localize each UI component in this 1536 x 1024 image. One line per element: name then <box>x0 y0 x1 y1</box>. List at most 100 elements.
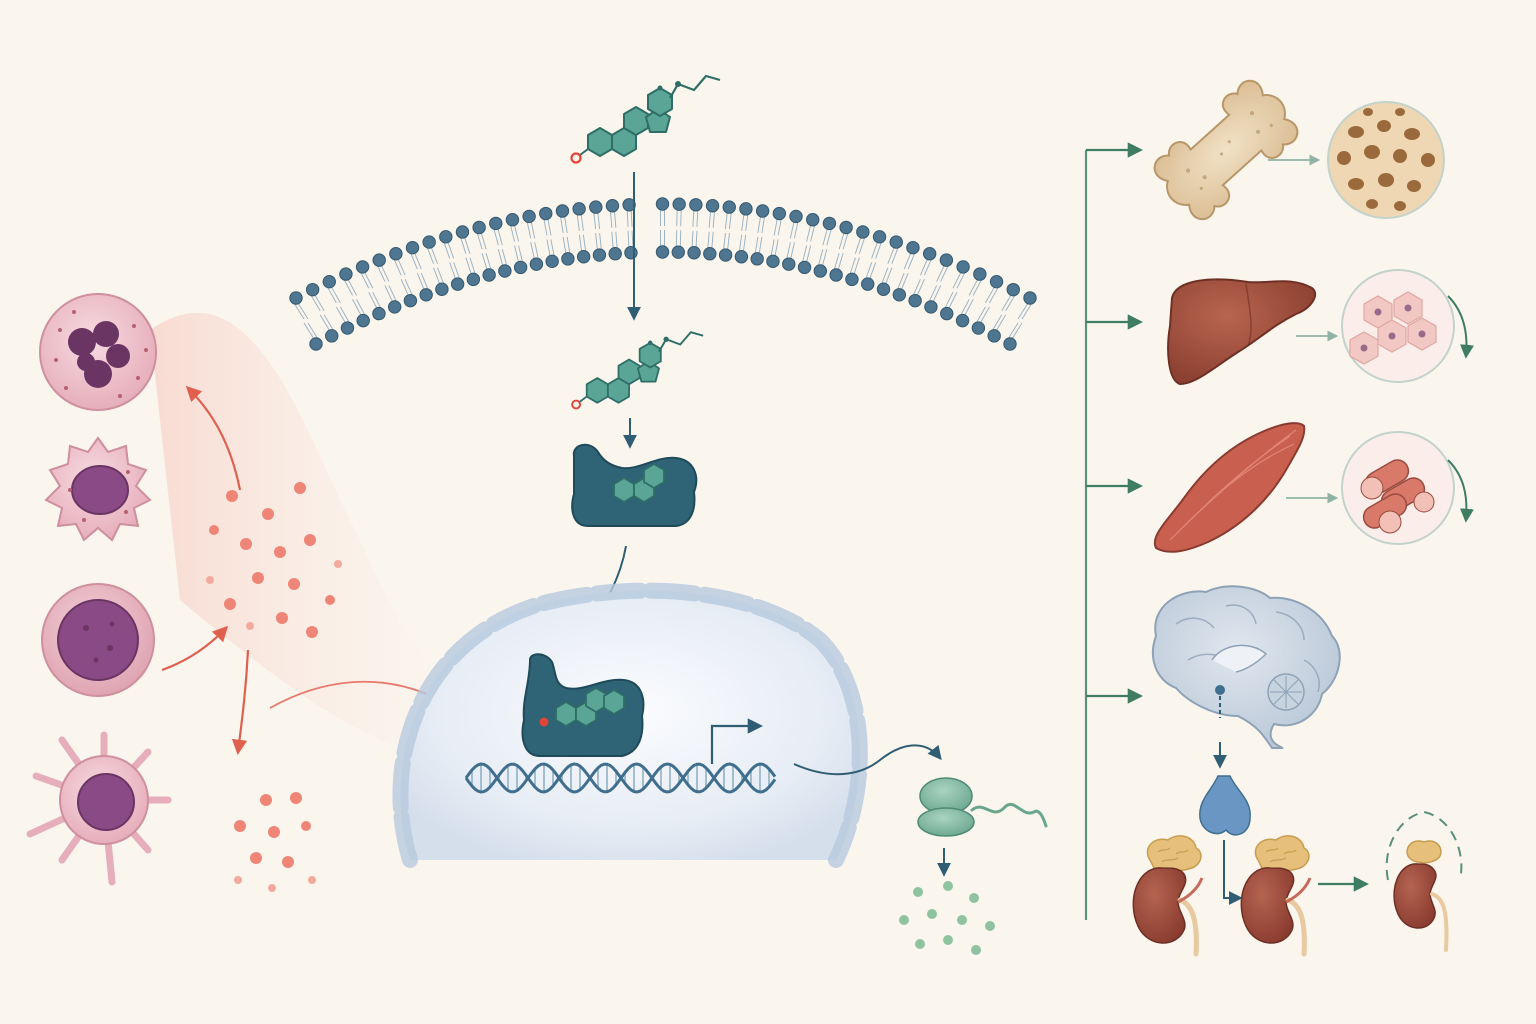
lipid-tail <box>773 218 778 236</box>
lipid-head <box>718 248 733 262</box>
lipid-head <box>539 206 553 221</box>
lipid-tail <box>940 264 949 282</box>
lipid-tail <box>991 314 1003 332</box>
lipid-head <box>955 313 970 328</box>
lipid-head <box>872 230 887 244</box>
lipid-tail <box>741 213 745 231</box>
lipid-tail <box>364 271 374 289</box>
lipid-tail <box>433 267 441 285</box>
lipid-tail <box>871 241 879 259</box>
lipid-tail <box>497 228 503 246</box>
lipid-tail <box>534 242 539 260</box>
lipid-head <box>498 264 512 278</box>
lipid-head <box>989 274 1004 289</box>
lipid-head <box>940 306 954 321</box>
protein-product-dots <box>899 881 995 955</box>
lipid-tail <box>459 236 467 254</box>
lipid-head <box>372 306 386 321</box>
lipid-tail <box>485 253 492 271</box>
lipid-tail <box>1001 294 1012 311</box>
lipid-tail <box>611 231 614 249</box>
lipid-tail <box>437 267 445 285</box>
lipid-head <box>705 199 720 213</box>
lipid-tail <box>481 253 488 271</box>
lipid-head <box>782 257 796 271</box>
lipid-head <box>513 260 528 275</box>
lipid-head <box>339 267 353 281</box>
lipid-tail <box>865 262 873 280</box>
lipid-tail <box>887 246 895 264</box>
lipid-tail <box>476 232 483 250</box>
lipid-tail <box>513 224 520 242</box>
lipid-head <box>555 204 570 218</box>
lipid-tail <box>410 252 418 270</box>
lipid-tail <box>1021 302 1033 320</box>
lipid-head <box>589 200 603 214</box>
liver-effect-arrow <box>1447 295 1474 359</box>
lipid-tail <box>597 212 601 230</box>
lipid-tail <box>907 252 916 270</box>
lipid-tail <box>745 213 749 231</box>
lipid-tail <box>757 215 762 233</box>
lipid-head <box>856 225 870 239</box>
lipid-tail <box>550 239 555 257</box>
lipid-tail <box>761 215 766 233</box>
pituitary-icon <box>1199 775 1251 836</box>
lipid-head <box>987 329 1001 343</box>
transcription-start-icon <box>710 718 764 764</box>
lipid-head <box>439 230 453 244</box>
lipid-tail <box>985 286 995 304</box>
lipid-head <box>671 245 685 259</box>
lipid-head <box>672 197 686 211</box>
lipid-tail <box>380 264 390 282</box>
lipid-tail <box>817 249 824 267</box>
lipid-head <box>889 235 903 249</box>
lipid-tail <box>546 239 551 257</box>
lipid-tail <box>559 215 564 233</box>
lipid-tail <box>426 246 434 264</box>
muscle-effect-arrow <box>1447 459 1474 523</box>
lipid-head <box>845 272 859 287</box>
lipid-head <box>1003 337 1017 351</box>
lipid-tail <box>948 292 958 309</box>
lipid-head <box>322 274 336 289</box>
lipid-tail <box>789 221 795 239</box>
lymphocyte-icon <box>41 583 155 697</box>
lipid-head <box>892 288 907 302</box>
lipid-tail <box>627 230 630 248</box>
lipid-tail <box>343 278 353 296</box>
lipid-tail <box>758 236 763 254</box>
lipid-tail <box>885 267 893 285</box>
receptor-protein-icon <box>571 443 698 527</box>
lipid-tail <box>790 242 795 260</box>
lipid-tail <box>493 228 499 246</box>
lipid-tail <box>995 314 1007 332</box>
lipid-tail <box>626 209 629 227</box>
liver-icon <box>1167 278 1317 386</box>
lipid-tail <box>711 231 714 249</box>
lipid-tail <box>530 221 536 239</box>
lipid-head <box>576 250 591 264</box>
lipid-head <box>806 213 820 227</box>
ribosome-icon <box>917 777 975 837</box>
lipid-tail <box>691 230 694 248</box>
lipid-tail <box>447 241 455 259</box>
lipid-tail <box>695 230 698 248</box>
lipid-tail <box>869 262 877 280</box>
lipid-head <box>956 260 970 274</box>
lipid-head <box>971 321 986 335</box>
lipid-head <box>455 225 470 239</box>
lipid-tail <box>497 249 504 267</box>
brain-icon <box>1151 585 1341 749</box>
lipid-tail <box>326 286 337 304</box>
lipid-head <box>605 199 620 213</box>
lipid-head <box>309 337 323 351</box>
lipid-tail <box>563 215 568 233</box>
lipid-head <box>435 282 449 296</box>
lipid-tail <box>822 228 828 246</box>
lipid-tail <box>712 210 716 228</box>
lipid-tail <box>837 253 844 271</box>
lipid-tail <box>397 258 406 276</box>
lipid-tail <box>319 314 331 332</box>
lipid-tail <box>707 231 710 249</box>
